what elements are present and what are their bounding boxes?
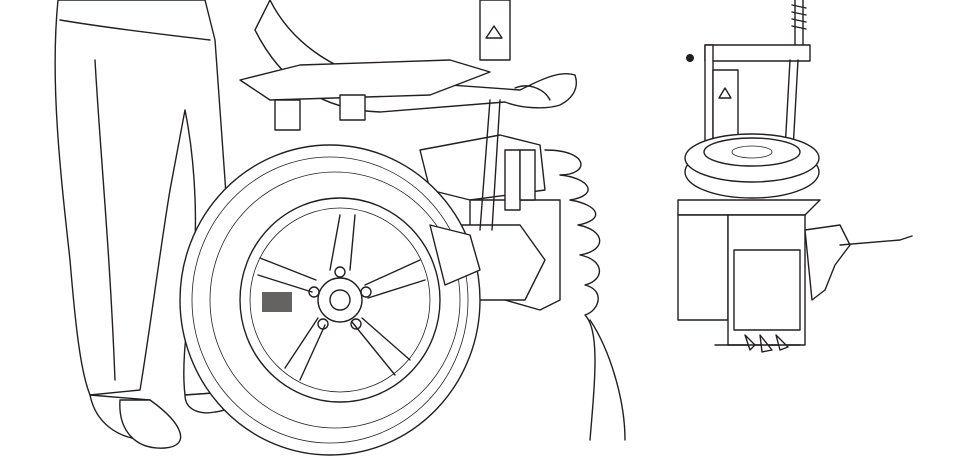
tire-changer-machine-small [677,0,913,353]
wheel-assembly [179,144,481,456]
operator-legs [54,0,232,449]
